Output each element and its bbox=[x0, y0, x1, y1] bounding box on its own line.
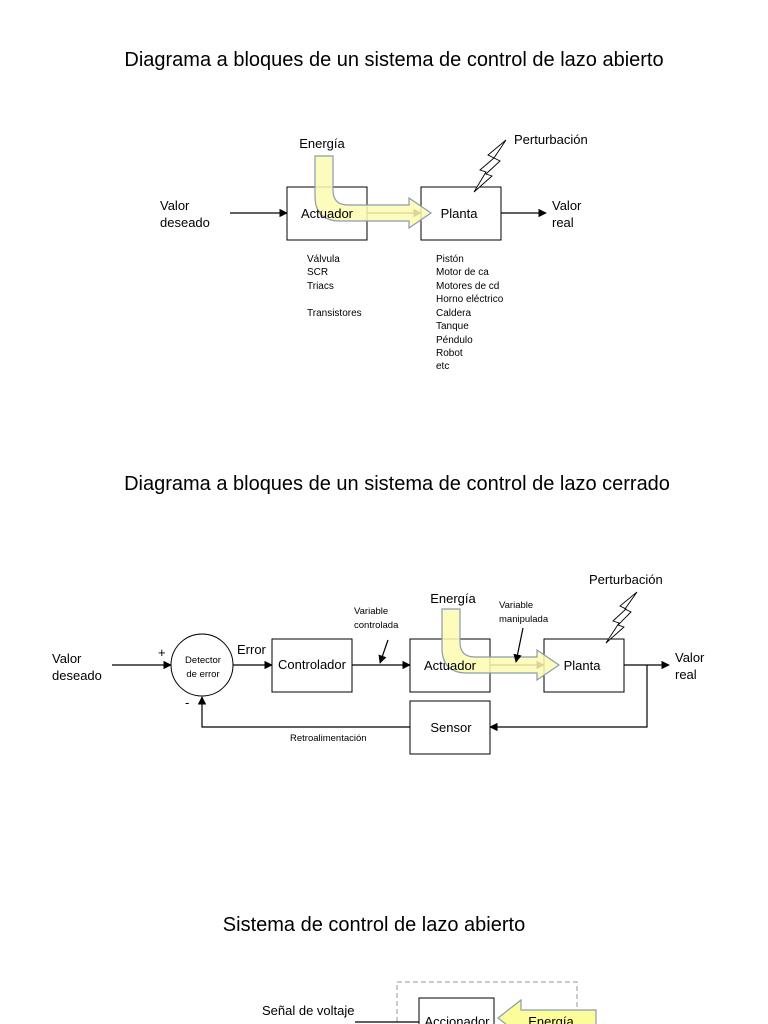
diagram2-output-label-line1: Valor bbox=[675, 650, 705, 665]
plant-example: Caldera bbox=[436, 308, 471, 319]
diagram2-controlled-var-pointer bbox=[378, 639, 389, 664]
diagram2-output-label-line2: real bbox=[675, 667, 697, 682]
closed-loop-diagram: Diagrama a bloques de un sistema de cont… bbox=[52, 473, 705, 755]
plant-example: Robot bbox=[436, 348, 463, 359]
diagram1-input-label-line2: deseado bbox=[160, 215, 210, 230]
diagram1-plant-examples: Pistón Motor de ca Motores de cd Horno e… bbox=[436, 254, 504, 372]
diagram3-energy-label: Energía bbox=[528, 1014, 574, 1024]
diagram1-actuator-examples: Válvula SCR Triacs Transistores bbox=[307, 254, 362, 319]
diagram1-output-label-line1: Valor bbox=[552, 198, 582, 213]
diagram2-title: Diagrama a bloques de un sistema de cont… bbox=[124, 473, 670, 495]
open-loop-system-diagram: Sistema de control de lazo abierto Accio… bbox=[223, 914, 597, 1024]
diagram2-energy-label: Energía bbox=[430, 591, 476, 606]
diagram2-feedback-label: Retroalimentación bbox=[290, 733, 367, 744]
actuator-example: Triacs bbox=[307, 281, 334, 292]
diagram1-energy-arrow bbox=[314, 155, 433, 230]
diagram1-title: Diagrama a bloques de un sistema de cont… bbox=[124, 49, 663, 71]
diagram2-input-label-line1: Valor bbox=[52, 651, 82, 666]
diagram2-detector-label-line1: Detector bbox=[185, 655, 221, 666]
plant-example: Horno eléctrico bbox=[436, 294, 504, 305]
diagram2-output-to-sensor-line bbox=[489, 665, 648, 732]
plant-example: Péndulo bbox=[436, 335, 473, 346]
diagram2-manipulated-var-line2: manipulada bbox=[499, 614, 549, 625]
diagram2-minus-sign: - bbox=[185, 695, 189, 710]
diagram1-disturbance-label: Perturbación bbox=[514, 132, 588, 147]
diagram3-driver-block bbox=[418, 997, 495, 1024]
diagram1-actuator-label: Actuador bbox=[301, 206, 354, 221]
plant-example: Motor de ca bbox=[436, 267, 489, 278]
diagram2-sensor-label: Sensor bbox=[430, 720, 472, 735]
actuator-example: Transistores bbox=[307, 308, 362, 319]
diagram3-title: Sistema de control de lazo abierto bbox=[223, 914, 525, 936]
diagram2-sensor-block bbox=[409, 700, 491, 755]
diagram1-input-label-line1: Valor bbox=[160, 198, 190, 213]
diagram2-actuator-label: Actuador bbox=[424, 658, 477, 673]
diagram3-driver-label: Accionador bbox=[424, 1014, 490, 1024]
diagram2-plant-label: Planta bbox=[564, 658, 602, 673]
diagram2-plus-sign: + bbox=[158, 645, 166, 660]
diagram2-disturbance-bolt-icon bbox=[605, 591, 638, 644]
actuator-example: Válvula bbox=[307, 254, 340, 265]
diagram2-disturbance-label: Perturbación bbox=[589, 572, 663, 587]
diagram2-manipulated-var-line1: Variable bbox=[499, 600, 533, 611]
diagram1-output-label-line2: real bbox=[552, 215, 574, 230]
diagram1-plant-block bbox=[420, 186, 502, 241]
diagram2-controlled-var-line2: controlada bbox=[354, 620, 399, 631]
open-loop-diagram: Diagrama a bloques de un sistema de cont… bbox=[124, 49, 663, 372]
diagram1-energy-label: Energía bbox=[299, 136, 345, 151]
diagram3-energy-arrow bbox=[497, 998, 597, 1024]
diagram2-controlled-var-line1: Variable bbox=[354, 606, 388, 617]
diagram3-voltage-label: Señal de voltaje bbox=[262, 1003, 355, 1018]
diagram2-manipulated-var-pointer bbox=[513, 627, 524, 663]
plant-example: Motores de cd bbox=[436, 281, 499, 292]
actuator-example: SCR bbox=[307, 267, 328, 278]
plant-example: Tanque bbox=[436, 321, 469, 332]
plant-example: etc bbox=[436, 361, 449, 372]
diagram2-controller-label: Controlador bbox=[278, 657, 347, 672]
diagram2-energy-arrow bbox=[441, 608, 561, 682]
diagram1-disturbance-bolt-icon bbox=[473, 139, 507, 193]
plant-example: Pistón bbox=[436, 254, 464, 265]
diagram2-input-label-line2: deseado bbox=[52, 668, 102, 683]
diagram2-detector-label-line2: de error bbox=[186, 669, 219, 680]
diagram1-plant-label: Planta bbox=[441, 206, 479, 221]
diagram2-error-label: Error bbox=[237, 642, 267, 657]
diagram2-feedback-line bbox=[197, 696, 410, 728]
